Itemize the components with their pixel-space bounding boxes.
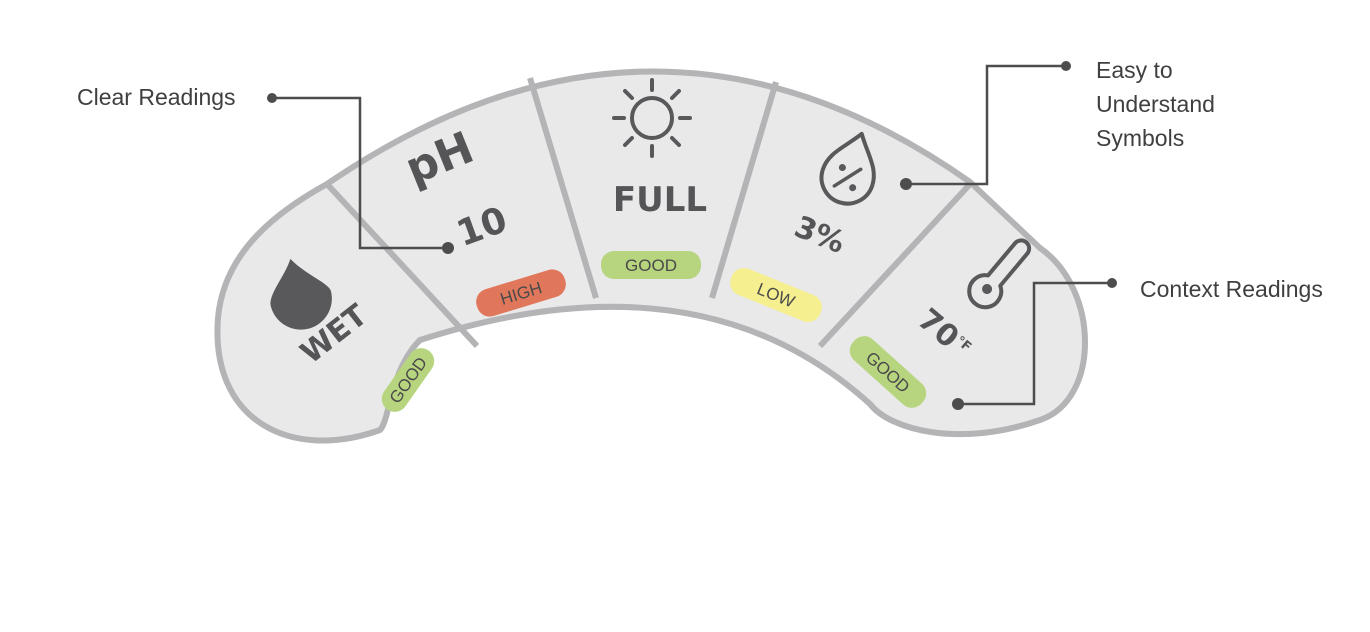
callout-label: Clear Readings [77,84,236,110]
callout-label-line: Understand [1096,91,1215,117]
callout-context-readings: Context Readings [952,276,1323,410]
segment-divider [817,179,975,349]
leader-line [906,64,1066,186]
callout-clear-readings: Clear Readings [77,84,454,254]
segment-light: FULL GOOD [601,78,707,279]
leader-dot [267,93,277,103]
segment-divider [324,181,480,349]
light-status-label: GOOD [625,256,677,275]
leader-dot [1061,61,1071,71]
thermometer-icon [967,238,1032,310]
segment-divider [527,77,599,299]
humidity-percent-drop-icon [819,131,876,206]
segment-divider [709,81,779,299]
light-status-badge: GOOD [601,251,701,279]
callout-easy-symbols: Easy to Understand Symbols [900,57,1221,190]
water-drop-icon [270,258,332,330]
leader-dot [900,178,912,190]
sun-icon [612,78,692,158]
callout-label: Easy to Understand Symbols [1096,57,1221,151]
callout-label-line: Symbols [1096,125,1184,151]
callout-label: Context Readings [1140,276,1323,302]
leader-line [958,281,1112,406]
leader-dot [442,242,454,254]
light-reading: FULL [613,180,707,220]
callout-label-line: Easy to [1096,57,1173,83]
leader-dot [952,398,964,410]
segment-moisture: WET GOOD [270,258,435,412]
leader-line [272,96,448,250]
leader-dot [1107,278,1117,288]
